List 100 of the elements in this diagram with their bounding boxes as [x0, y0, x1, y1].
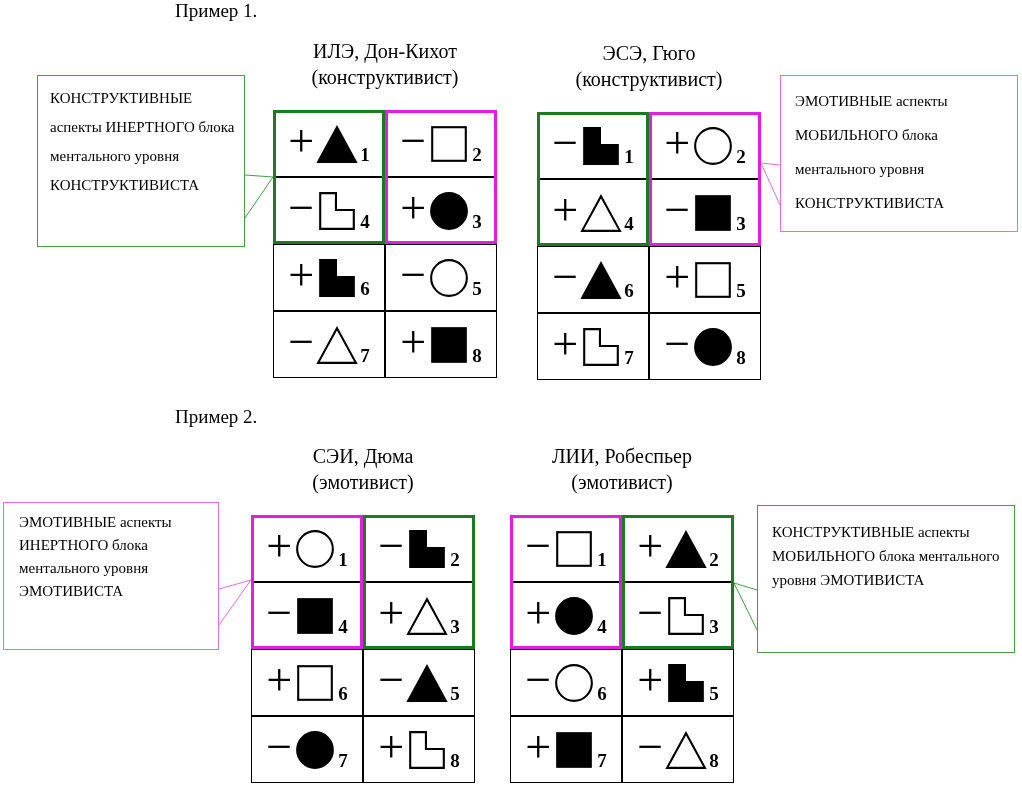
aspect-number: 4 — [338, 616, 348, 638]
aspect-number: 1 — [624, 146, 634, 168]
aspect-number: 2 — [472, 144, 482, 166]
table-cell — [510, 649, 622, 716]
callout-pointer — [760, 162, 781, 206]
highlight-frame — [385, 110, 497, 244]
aspect-sign: − — [664, 186, 691, 233]
aspect-sign: − — [637, 589, 664, 636]
highlight-frame — [537, 112, 649, 246]
aspect-sign: + — [664, 253, 691, 300]
aspect-sign: − — [288, 318, 315, 365]
table-cell — [251, 716, 363, 783]
aspect-sign: + — [266, 522, 293, 569]
callout-box: КОНСТРУКТИВНЫЕ аспекты МОБИЛЬНОГО блока ментального уровня ЭМОТИВИСТА — [757, 505, 1015, 653]
aspect-sign: − — [400, 117, 427, 164]
aspect-sign: − — [266, 723, 293, 770]
aspect-sign: − — [266, 589, 293, 636]
aspect-sign: + — [288, 251, 315, 298]
example-heading: Пример 2. — [175, 406, 258, 428]
aspect-number: 7 — [338, 750, 348, 772]
aspect-number: 5 — [450, 683, 460, 705]
aspect-sign: + — [525, 723, 552, 770]
aspect-number: 6 — [597, 683, 607, 705]
aspect-number: 1 — [338, 549, 348, 571]
aspect-number: 8 — [736, 347, 746, 369]
aspect-number: 3 — [736, 213, 746, 235]
aspect-sign: + — [664, 119, 691, 166]
table-cell — [385, 311, 497, 378]
aspect-number: 5 — [736, 280, 746, 302]
aspect-sign: − — [288, 184, 315, 231]
aspect-sign: − — [637, 723, 664, 770]
aspect-number: 1 — [360, 144, 370, 166]
aspect-sign: − — [525, 656, 552, 703]
callout-pointer — [733, 582, 758, 631]
table-cell — [363, 649, 475, 716]
aspect-sign: − — [378, 522, 405, 569]
highlight-frame — [622, 515, 734, 649]
table-cell — [510, 716, 622, 783]
table-cell — [363, 716, 475, 783]
aspect-sign: − — [378, 656, 405, 703]
aspect-number: 6 — [360, 278, 370, 300]
aspect-sign: − — [400, 251, 427, 298]
callout-box: КОНСТРУКТИВНЫЕ аспекты ИНЕРТНОГО блока ментального уровня КОНСТРУКТИВИСТА — [37, 75, 245, 247]
example-heading: Пример 1. — [175, 0, 258, 22]
table-cell — [273, 244, 385, 311]
aspect-sign: + — [400, 184, 427, 231]
table-cell — [649, 246, 761, 313]
aspect-number: 4 — [597, 616, 607, 638]
aspect-number: 4 — [624, 213, 634, 235]
highlight-frame — [363, 515, 475, 649]
aspect-number: 3 — [472, 211, 482, 233]
aspect-sign: + — [288, 117, 315, 164]
table-cell — [537, 246, 649, 313]
aspect-number: 2 — [736, 146, 746, 168]
aspect-sign: − — [525, 522, 552, 569]
aspect-number: 8 — [450, 750, 460, 772]
aspect-sign: − — [552, 119, 579, 166]
aspect-number: 7 — [597, 750, 607, 772]
callout-box: ЭМОТИВНЫЕ аспекты МОБИЛЬНОГО блока ментального уровня КОНСТРУКТИВИСТА — [780, 75, 1018, 232]
highlight-frame — [251, 515, 363, 649]
aspect-sign: + — [378, 723, 405, 770]
aspect-sign: + — [637, 522, 664, 569]
table-cell — [385, 244, 497, 311]
aspect-number: 4 — [360, 211, 370, 233]
table-cell — [622, 649, 734, 716]
aspect-number: 2 — [450, 549, 460, 571]
aspect-sign: − — [552, 253, 579, 300]
highlight-frame — [649, 112, 761, 246]
aspect-number: 7 — [624, 347, 634, 369]
aspect-number: 5 — [472, 278, 482, 300]
aspect-number: 3 — [709, 616, 719, 638]
aspect-sign: + — [552, 320, 579, 367]
table-cell — [649, 313, 761, 380]
aspect-sign: + — [552, 186, 579, 233]
table-heading: СЭИ, Дюма (эмотивист) — [311, 444, 415, 495]
aspect-sign: + — [400, 318, 427, 365]
aspect-number: 1 — [597, 549, 607, 571]
aspect-number: 5 — [709, 683, 719, 705]
aspect-number: 7 — [360, 345, 370, 367]
table-cell — [622, 716, 734, 783]
table-heading: ЛИИ, Робеспьер (эмотивист) — [551, 444, 693, 495]
aspect-sign: + — [525, 589, 552, 636]
callout-box: ЭМОТИВНЫЕ аспекты ИНЕРТНОГО блока ментального уровня ЭМОТИВИСТА — [3, 502, 219, 650]
aspect-number: 3 — [450, 616, 460, 638]
aspect-number: 8 — [709, 750, 719, 772]
highlight-frame — [510, 515, 622, 649]
table-heading: ИЛЭ, Дон-Кихот (конструктивист) — [310, 39, 460, 91]
aspect-number: 6 — [624, 280, 634, 302]
table-cell — [273, 311, 385, 378]
aspect-sign: + — [378, 589, 405, 636]
callout-pointer — [218, 579, 252, 626]
table-heading: ЭСЭ, Гюго (конструктивист) — [574, 41, 724, 93]
table-cell — [251, 649, 363, 716]
aspect-number: 8 — [472, 345, 482, 367]
aspect-sign: − — [664, 320, 691, 367]
aspect-number: 2 — [709, 549, 719, 571]
aspect-number: 6 — [338, 683, 348, 705]
callout-pointer — [244, 174, 274, 219]
aspect-sign: + — [637, 656, 664, 703]
highlight-frame — [273, 110, 385, 244]
